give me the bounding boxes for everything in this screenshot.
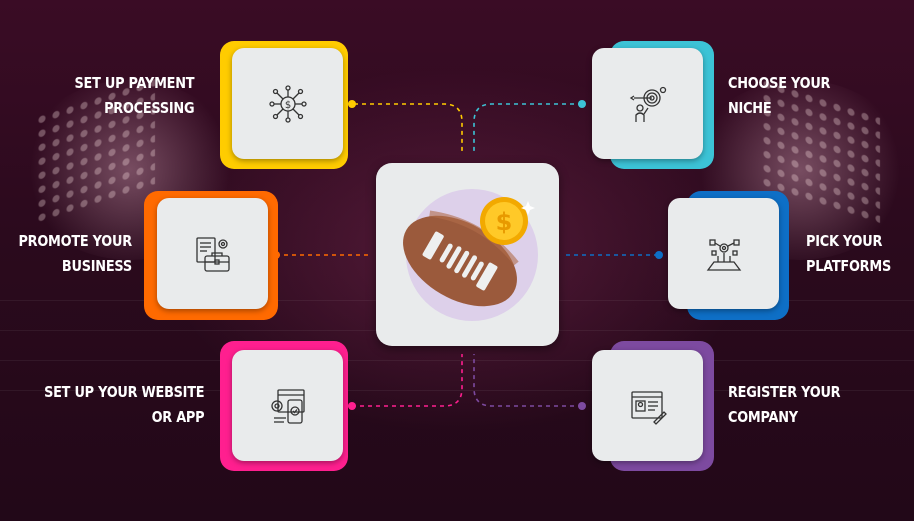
briefcase-document-icon <box>193 234 233 274</box>
label-payment-line2: PROCESSING <box>103 99 195 117</box>
coin-dollar-symbol: $ <box>495 208 512 236</box>
registration-document-icon <box>628 386 668 426</box>
card-niche <box>592 48 703 159</box>
platform-network-icon <box>704 234 744 274</box>
card-promote <box>157 198 268 309</box>
label-platforms-line1: PICK YOUR <box>806 232 883 250</box>
connector-dot-register <box>578 402 586 410</box>
label-register: REGISTER YOUR COMPANY <box>728 380 841 430</box>
label-niche: CHOOSE YOUR NICHE <box>728 71 830 121</box>
label-niche-line2: NICHE <box>728 99 772 117</box>
label-promote-line1: PROMOTE YOUR <box>18 232 133 250</box>
stand-line <box>0 360 914 361</box>
svg-text:$: $ <box>284 100 290 111</box>
label-promote: PROMOTE YOUR BUSINESS <box>18 229 133 279</box>
card-platforms <box>668 198 779 309</box>
connector-website <box>352 354 463 407</box>
connector-dot-payment <box>348 100 356 108</box>
label-payment-line1: SET UP PAYMENT <box>74 74 194 92</box>
card-website <box>232 350 343 461</box>
label-platforms-line2: PLATFORMS <box>806 257 891 275</box>
website-app-settings-icon <box>268 386 308 426</box>
label-payment: SET UP PAYMENT PROCESSING <box>74 71 194 121</box>
label-website: SET UP YOUR WEBSITE OR APP <box>43 380 205 430</box>
label-website-line1: SET UP YOUR WEBSITE <box>43 383 205 401</box>
label-niche-line1: CHOOSE YOUR <box>728 74 831 92</box>
center-card: $ <box>376 163 559 346</box>
connector-dot-platforms <box>655 251 663 259</box>
label-register-line1: REGISTER YOUR <box>728 383 841 401</box>
label-register-line2: COMPANY <box>728 408 798 426</box>
target-person-icon <box>628 84 668 124</box>
dollar-network-icon: $ <box>268 84 308 124</box>
stand-line <box>0 390 914 391</box>
connector-niche <box>473 103 582 152</box>
card-register <box>592 350 703 461</box>
connector-dot-website <box>348 402 356 410</box>
football-coin-icon: $ <box>388 175 548 335</box>
connector-dot-niche <box>578 100 586 108</box>
connector-register <box>473 354 582 407</box>
label-promote-line2: BUSINESS <box>62 257 132 275</box>
label-website-line2: OR APP <box>151 408 204 426</box>
connector-payment <box>354 103 463 152</box>
label-platforms: PICK YOUR PLATFORMS <box>806 229 891 279</box>
card-payment: $ <box>232 48 343 159</box>
